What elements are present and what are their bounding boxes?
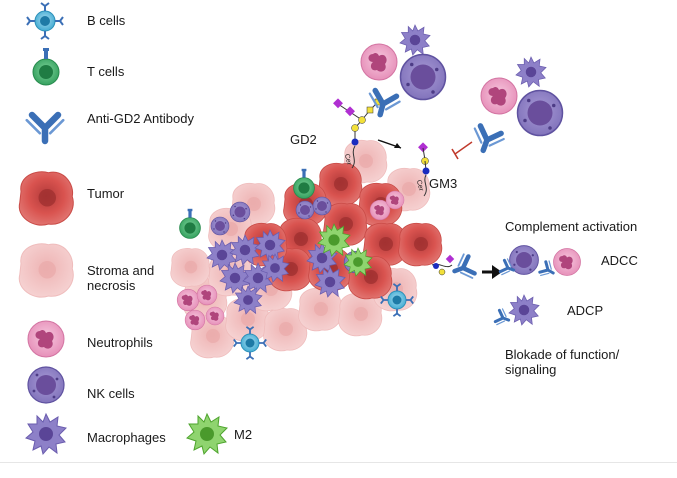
neutrophil-icon [27,320,65,358]
adcc-cells [497,245,581,282]
stroma-icon [18,243,74,298]
adcc-label: ADCC [601,253,638,268]
tumor-icon [18,171,74,226]
legend-b-cells-label: B cells [87,13,126,28]
antibody-icon [27,115,63,141]
gd2-label: GD2 [290,132,317,147]
gm3-glycan [418,142,430,197]
legend-nk-cells-label: NK cells [87,386,135,401]
macrophage-icon [25,413,67,455]
m2-icon [186,413,228,455]
b-cell-icon [26,2,64,40]
adcp-label: ADCP [567,303,604,318]
tumor-glycan-antibody [431,253,476,283]
legend-stroma-label: Stroma and necrosis [87,263,155,293]
legend-tumor-label: Tumor [87,186,125,201]
antibody-top [365,89,400,118]
gm3-label: GM3 [429,176,458,191]
tumor-mass [170,139,443,361]
nk-cell-icon [27,366,65,404]
complement-activation-label: Complement activation [505,219,638,234]
inhibition-line [454,141,473,155]
blockade-label: Blokade of function/ signaling [505,347,620,377]
adcp-cells [492,294,540,330]
legend-neutrophils-label: Neutrophils [87,335,153,350]
neutrophil-top [360,43,398,81]
neutrophil-right [480,77,518,115]
bottom-divider [0,462,677,463]
legend-macrophages-label: Macrophages [87,430,166,445]
nk-top [399,53,447,101]
nk-right [516,89,564,137]
t-cell-icon [32,47,60,86]
antibody-right [469,124,505,155]
legend-t-cells-label: T cells [87,64,125,79]
legend-m2-label: M2 [234,427,253,442]
legend-antibody-label: Anti-GD2 Antibody [87,111,194,126]
